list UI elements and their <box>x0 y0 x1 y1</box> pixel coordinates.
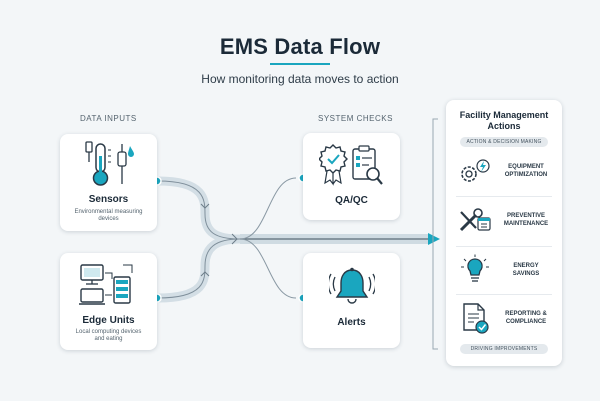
branch-to-alerts <box>239 238 297 299</box>
preventive-maintenance-label: PREVENTIVE MAINTENANCE <box>503 213 549 227</box>
reporting-compliance-label: REPORTING & COMPLIANCE <box>505 311 547 325</box>
sensors-title: Sensors <box>88 194 129 205</box>
edge-units-card[interactable]: Edge Units Local computing devices and e… <box>60 253 157 350</box>
qaqc-title: QA/QC <box>335 195 368 206</box>
alerts-title: Alerts <box>337 317 366 328</box>
sensors-flow-line <box>157 176 241 244</box>
panel-divider <box>456 196 552 197</box>
sensors-card[interactable]: Sensors Environmental measuring devices <box>60 134 157 231</box>
panel-bracket <box>432 118 438 350</box>
alerts-card[interactable]: Alerts <box>303 253 400 348</box>
edge-units-description: Local computing devices and eating <box>75 329 142 342</box>
panel-title: Facility Management Actions <box>446 110 562 132</box>
driving-improvements-pill: DRIVING IMPROVEMENTS <box>460 344 548 354</box>
panel-title-line1: Facility Management <box>459 110 549 120</box>
sensors-description: Environmental measuring devices <box>74 209 143 222</box>
sensors-flow-core <box>157 180 241 240</box>
trunk-arrow-icon <box>428 233 440 245</box>
page-title: EMS Data Flow <box>219 34 381 59</box>
server-computer-icon <box>79 264 133 305</box>
report-check-icon <box>463 303 489 334</box>
thermometer-sensor-icon <box>85 141 134 186</box>
bell-icon <box>329 267 375 304</box>
system-checks-label: SYSTEM CHECKS <box>318 114 393 123</box>
title-underline <box>270 63 330 65</box>
qaqc-card[interactable]: QA/QC <box>303 133 400 220</box>
edge-units-title: Edge Units <box>82 315 135 326</box>
actions-panel: Facility Management Actions ACTION & DEC… <box>446 100 562 366</box>
equipment-optimization-label: EQUIPMENT OPTIMIZATION <box>504 164 548 178</box>
panel-divider <box>456 246 552 247</box>
wrench-calendar-icon <box>459 208 491 232</box>
edge-flow-core <box>157 238 241 299</box>
edge-flow-line <box>157 234 241 303</box>
energy-savings-label: ENERGY SAVINGS <box>512 263 540 277</box>
decision-making-pill: ACTION & DECISION MAKING <box>460 137 548 147</box>
trunk-chevron-icon <box>231 233 238 245</box>
down-chevron-icon <box>200 203 210 209</box>
badge-clipboard-icon <box>319 144 383 186</box>
panel-divider <box>456 294 552 295</box>
branch-to-qaqc <box>239 177 297 240</box>
lightbulb-icon <box>461 254 489 282</box>
data-inputs-label: DATA INPUTS <box>80 114 137 123</box>
up-chevron-icon <box>200 271 210 277</box>
gear-bolt-icon <box>461 159 490 182</box>
panel-title-line2: Actions <box>487 121 521 131</box>
page-subtitle: How monitoring data moves to action <box>201 72 399 86</box>
